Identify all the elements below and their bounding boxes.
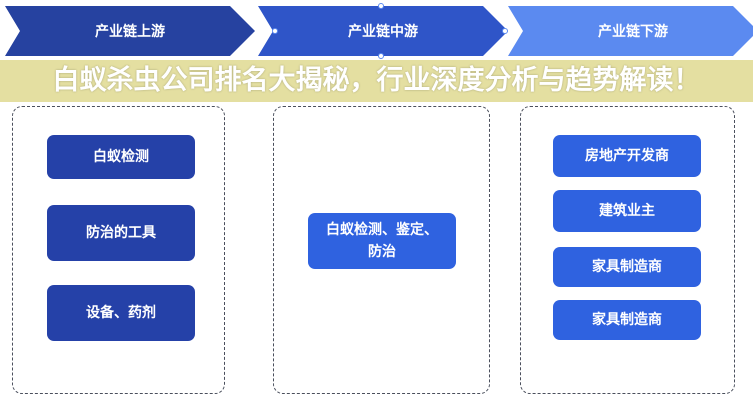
upstream-item: 白蚁检测 bbox=[47, 135, 195, 179]
midstream-item: 白蚁检测、鉴定、防治 bbox=[308, 213, 456, 269]
downstream-item: 房地产开发商 bbox=[553, 135, 701, 177]
item-label: 防治的工具 bbox=[86, 224, 156, 241]
item-label: 设备、药剂 bbox=[86, 304, 156, 321]
item-label: 房地产开发商 bbox=[585, 147, 669, 164]
selection-handle[interactable] bbox=[502, 28, 508, 34]
banner-title: 白蚁杀虫公司排名大揭秘，行业深度分析与趋势解读！ bbox=[52, 65, 701, 96]
selection-handle[interactable] bbox=[378, 3, 384, 9]
upstream-item: 设备、药剂 bbox=[47, 285, 195, 341]
stage-upstream: 产业链上游 bbox=[5, 6, 255, 56]
stage-label: 产业链上游 bbox=[95, 24, 165, 40]
upstream-item: 防治的工具 bbox=[47, 205, 195, 261]
midstream-column bbox=[273, 106, 490, 394]
item-label: 家具制造商 bbox=[592, 311, 662, 328]
downstream-item: 家具制造商 bbox=[553, 300, 701, 340]
downstream-item: 建筑业主 bbox=[553, 190, 701, 232]
upstream-column bbox=[12, 106, 225, 394]
stage-label: 产业链下游 bbox=[598, 24, 668, 40]
stage-downstream: 产业链下游 bbox=[508, 6, 753, 56]
stage-label: 产业链中游 bbox=[348, 24, 418, 40]
stage-midstream: 产业链中游 bbox=[258, 6, 508, 56]
selection-handle[interactable] bbox=[378, 53, 384, 59]
item-label: 家具制造商 bbox=[592, 258, 662, 275]
selection-handle[interactable] bbox=[272, 28, 278, 34]
downstream-item: 家具制造商 bbox=[553, 247, 701, 287]
item-label: 白蚁检测、鉴定、防治 bbox=[326, 221, 438, 260]
title-banner: 白蚁杀虫公司排名大揭秘，行业深度分析与趋势解读！ bbox=[0, 60, 753, 102]
item-label: 建筑业主 bbox=[599, 202, 655, 219]
item-label: 白蚁检测 bbox=[93, 148, 149, 165]
downstream-column bbox=[520, 106, 735, 394]
